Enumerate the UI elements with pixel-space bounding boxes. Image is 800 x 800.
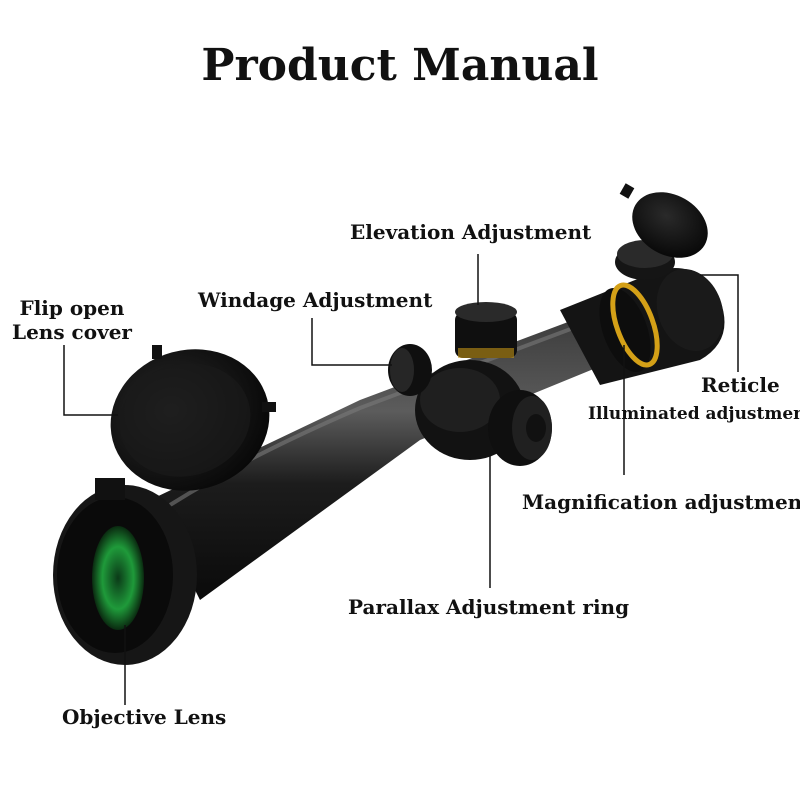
label-illuminated-adjustment: Illuminated adjustment [588,404,800,424]
label-flip-open-lens-cover: Flip open Lens cover [12,296,132,344]
elevation-turret [455,302,517,358]
leader-lines [63,254,739,705]
page-title: Product Manual [201,40,599,91]
rear-flip-cap [619,183,708,258]
magnification-ring [599,282,660,373]
front-lens-cover [95,345,276,500]
leader-flip-cover [63,345,118,416]
label-objective-lens: Objective Lens [62,705,227,729]
leader-reticle [700,274,739,372]
label-elevation-adjustment: Elevation Adjustment [350,220,592,244]
windage-turret [388,344,432,396]
label-parallax-adjustment-ring: Parallax Adjustment ring [348,595,630,619]
parallax-turret [488,390,552,466]
label-flip-line-2: Lens cover [12,320,132,344]
leader-windage [311,318,392,366]
label-reticle: Reticle [701,373,780,397]
label-flip-line-1: Flip open [19,296,125,320]
scope-body [150,310,640,600]
label-magnification-adjustment: Magnification adjustment [522,490,800,514]
label-windage-adjustment: Windage Adjustment [198,288,433,312]
objective-bell [53,485,197,665]
